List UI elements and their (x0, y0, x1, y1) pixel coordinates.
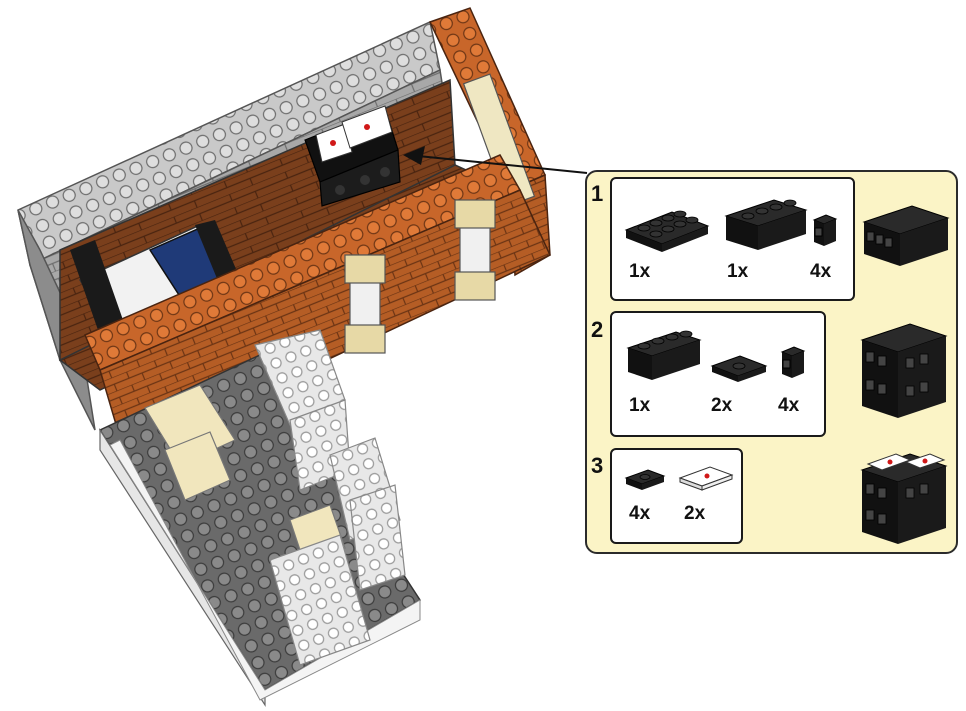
step-3-parts-box (610, 448, 743, 544)
step-number: 3 (591, 453, 604, 478)
quantity-label: 2x (684, 503, 706, 524)
step-number: 2 (591, 317, 604, 342)
quantity-label: 1x (629, 261, 651, 282)
quantity-label: 4x (810, 261, 832, 282)
step-3-result-icon (860, 453, 948, 544)
quantity-label: 1x (727, 261, 749, 282)
brick-1x1-headlight-icon (812, 214, 838, 246)
brick-1x4-icon (626, 330, 702, 380)
step-1-result-icon (862, 205, 950, 266)
step-number: 1 (591, 181, 604, 206)
quantity-label: 4x (778, 395, 800, 416)
plate-1x2-jumper-icon (624, 469, 666, 490)
callout-arrow (403, 146, 588, 174)
quantity-label: 4x (629, 503, 651, 524)
courtyard (98, 329, 422, 708)
letter-cabinet (304, 105, 401, 207)
brick-1x4-icon (724, 199, 808, 250)
plate-2x2-jumper-icon (710, 355, 768, 382)
tile-1x2-letter-icon (678, 466, 734, 491)
plate-2x4-icon (624, 210, 710, 252)
quantity-label: 2x (711, 395, 733, 416)
step-2-result-icon (860, 323, 948, 418)
quantity-label: 1x (629, 395, 651, 416)
brick-1x1-headlight-icon (780, 346, 806, 378)
